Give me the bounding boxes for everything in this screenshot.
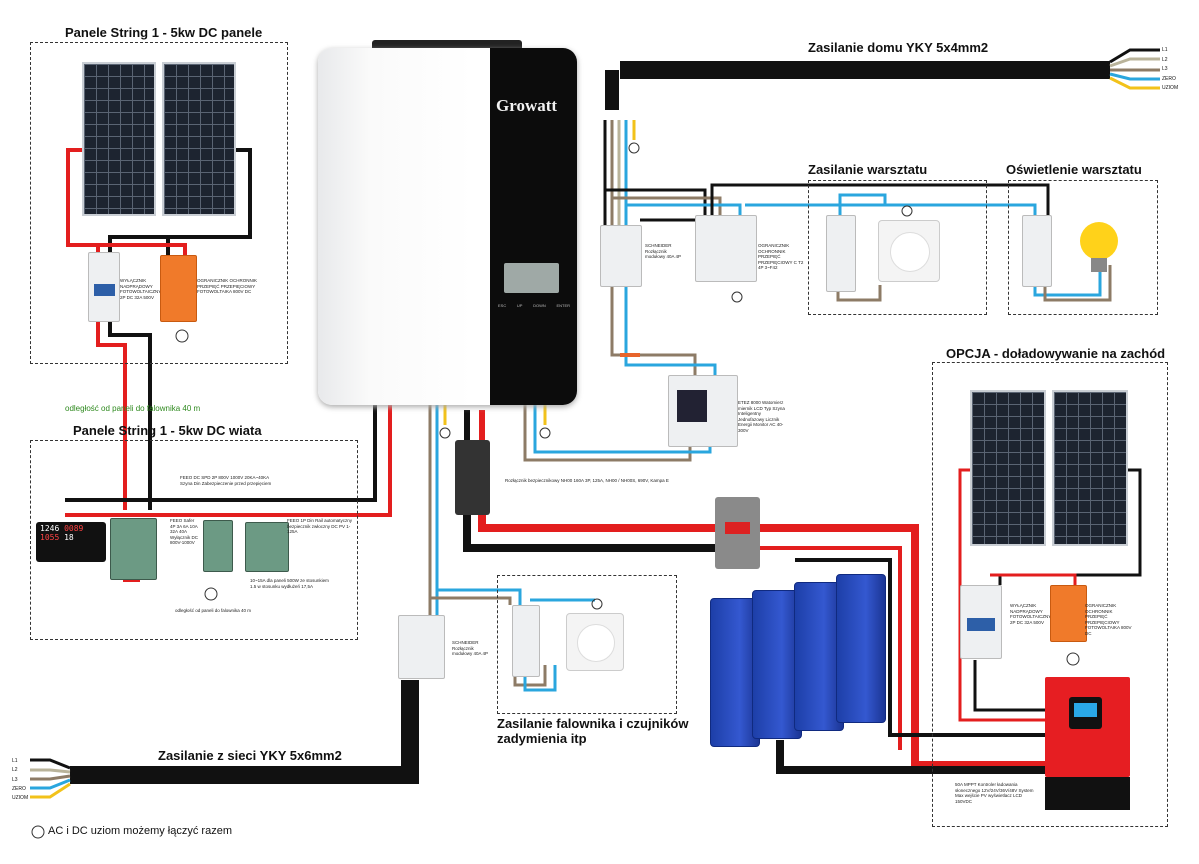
inverter-buttons: ESC UP DOWN ENTER — [498, 303, 570, 308]
wire-label: L2 — [12, 767, 18, 774]
mppt-controller — [1045, 677, 1130, 777]
string1-carport-box — [30, 440, 358, 640]
meter-voltage: 1246 — [40, 524, 60, 533]
inverter-lcd — [504, 263, 559, 293]
battery-cell — [794, 582, 844, 731]
wire-label: UZIOM — [12, 795, 29, 802]
grid-main-breaker — [398, 615, 445, 679]
carport-spd-label: FEEO DC SPD 2P 800V 1000V 20KA~40KA Szyn… — [180, 475, 272, 486]
grid-breaker-label: SCHNEIDER Rozłącznik modułowy 40A 4P — [452, 640, 489, 656]
dc-meter: 1246 0089 1055 18 — [36, 522, 106, 562]
bulb-base — [1091, 258, 1107, 272]
fuse-disconnector-label: Rozłącznik bezpiecznikowy NH00 160A 3P, … — [505, 478, 669, 483]
light-bulb-icon — [1080, 222, 1118, 260]
pv-surge-protector — [160, 255, 197, 322]
option-west-title: OPCJA - doładowywanie na zachód — [946, 346, 1166, 361]
inverter-supply-breaker — [512, 605, 540, 677]
up-button[interactable]: UP — [516, 303, 523, 308]
solar-panel — [82, 62, 156, 216]
meter-power: 1055 — [40, 533, 60, 542]
string1-panels-box — [30, 42, 288, 364]
house-breaker-label: SCHNEIDER Rozłącznik modułowy 40A 4P — [645, 243, 682, 259]
inverter-supply-title: Zasilanie falownika i czujników zadymien… — [497, 716, 689, 746]
footer-note: AC i DC uziom możemy łączyć razem — [48, 825, 232, 837]
solar-panel — [970, 390, 1046, 546]
house-main-breaker — [600, 225, 642, 287]
grid-supply-title: Zasilanie z sieci YKY 5x6mm2 — [158, 748, 342, 763]
down-button[interactable]: DOWN — [533, 303, 546, 308]
earth-icon — [31, 142, 1080, 839]
pv-spd-label: OGRANICZNIK OCHRONNIK PRZEPIĘĆ PRZEPIĘCI… — [197, 278, 258, 294]
west-pv-breaker — [960, 585, 1002, 659]
inverter-front-panel: Growatt ESC UP DOWN ENTER — [490, 48, 577, 405]
west-surge-protector — [1050, 585, 1087, 642]
string1-carport-title: Panele String 1 - 5kw DC wiata — [73, 423, 262, 438]
distance-note: odległość od paneli do falownika 40 m — [65, 404, 201, 413]
fuse-disconnector — [455, 440, 490, 515]
dc-breaker — [715, 497, 760, 569]
growatt-inverter: Growatt ESC UP DOWN ENTER — [318, 48, 577, 405]
workshop-lighting-title: Oświetlenie warsztatu — [1006, 162, 1142, 177]
meter-energy: 18 — [64, 533, 74, 542]
workshop-supply-title: Zasilanie warsztatu — [808, 162, 928, 177]
carport-fuse — [203, 520, 233, 572]
inverter-supply-box — [497, 575, 677, 714]
mppt-label: 50A MPPT Kontroler ładowania słonecznego… — [955, 782, 1034, 804]
wire-label: L2 — [1162, 56, 1168, 63]
carport-fuse-note: 10~15A dla paneli 500W ze stosunkiem 1.5… — [250, 578, 329, 589]
energy-meter — [668, 375, 738, 447]
house-supply-title: Zasilanie domu YKY 5x4mm2 — [808, 40, 989, 55]
pv-breaker-label: WYŁĄCZNIK NADPRĄDOWY FOTOWOLTAICZNY 2P D… — [120, 278, 162, 300]
growatt-logo: Growatt — [496, 96, 558, 115]
string1-panels-title: Panele String 1 - 5kw DC panele — [65, 25, 263, 40]
workshop-supply-box — [808, 180, 987, 315]
house-surge-protector — [695, 215, 757, 282]
workshop-socket — [878, 220, 940, 282]
carport-spd — [110, 518, 157, 580]
lighting-breaker — [1022, 215, 1052, 287]
enter-button[interactable]: ENTER — [556, 303, 570, 308]
mppt-base — [1045, 777, 1130, 810]
wire-label: UZIOM — [1162, 85, 1179, 91]
west-spd-label: OGRANICZNIK OCHRONNIK PRZEPIĘĆ PRZEPIĘCI… — [1085, 603, 1132, 636]
wire-label: L1 — [12, 758, 18, 764]
wire-label: ZERO — [12, 785, 26, 792]
solar-panel — [1052, 390, 1128, 546]
wire-label: L1 — [1162, 47, 1168, 53]
carport-breaker — [245, 522, 289, 572]
pv-breaker — [88, 252, 120, 322]
battery-cell — [752, 590, 802, 739]
carport-breaker-label: FEEO 1P Din Rail automatyczny bezpieczni… — [287, 518, 352, 534]
inverter-bracket — [372, 40, 522, 50]
wire-label: L3 — [12, 776, 18, 783]
west-breaker-label: WYŁĄCZNIK NADPRĄDOWY FOTOWOLTAICZNY 2P D… — [1010, 603, 1052, 625]
energy-meter-label: ETEZ 8000 Watomierz miernik LCD Typ Szyn… — [738, 400, 785, 433]
battery-cell — [836, 574, 886, 723]
distance-note-small: odległość od paneli do falownika 40 m — [175, 608, 252, 613]
meter-current: 0089 — [64, 524, 84, 533]
solar-panel — [162, 62, 236, 216]
workshop-lighting-box — [1008, 180, 1158, 315]
workshop-breaker — [826, 215, 856, 292]
option-west-box — [932, 362, 1168, 827]
esc-button[interactable]: ESC — [498, 303, 507, 308]
wire-label: ZERO — [1162, 75, 1176, 82]
battery-cell — [710, 598, 760, 747]
house-spd-label: OGRANICZNIK OCHRONNIK PRZEPIĘĆ PRZEPIĘCI… — [758, 243, 804, 270]
carport-fuse-label: FEEO Safer 4P 3A 6A 10A 32A 40A Wyłączni… — [170, 518, 198, 545]
inverter-supply-socket — [566, 613, 624, 671]
wire-label: L3 — [1162, 66, 1168, 72]
